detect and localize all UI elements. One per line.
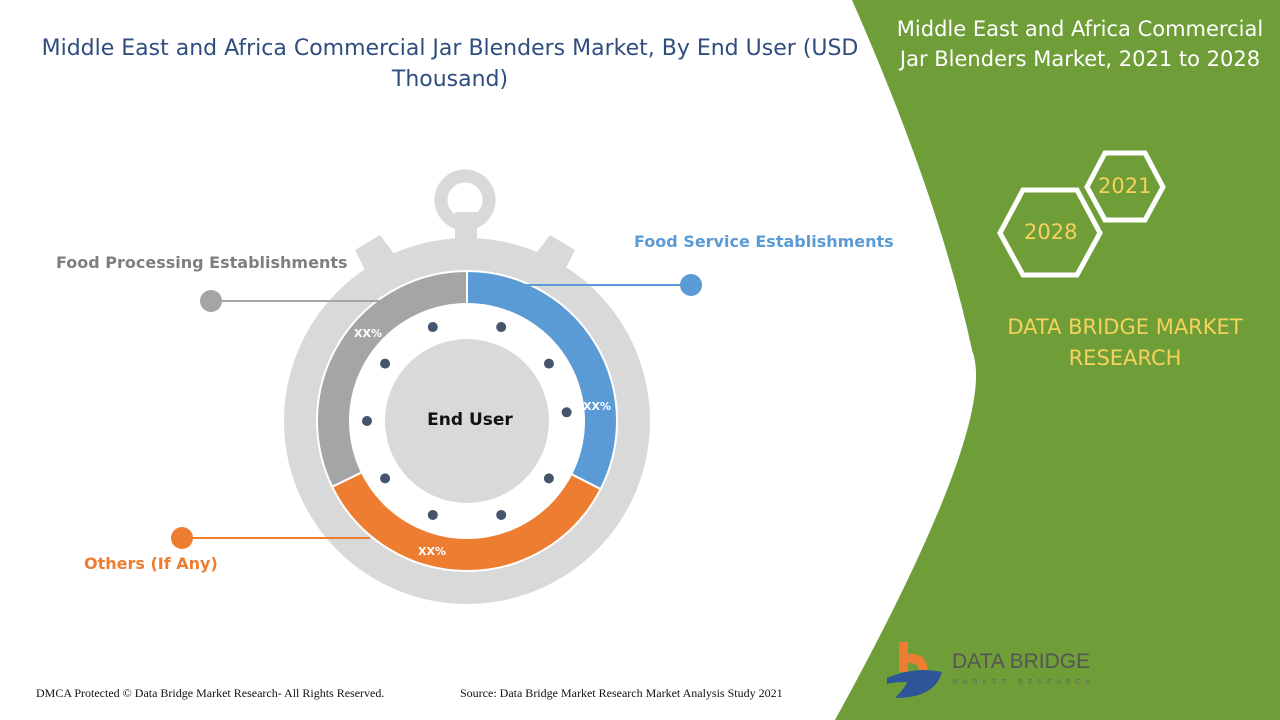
label-food-service: Food Service Establishments [634, 232, 894, 251]
tick-dot [561, 407, 572, 418]
tick-dot [380, 358, 391, 369]
copyright-footer: DMCA Protected © Data Bridge Market Rese… [36, 686, 385, 700]
page-title: Middle East and Africa Commercial Jar Bl… [41, 36, 859, 92]
label-others: Others (If Any) [84, 554, 218, 573]
tick-dot [427, 509, 438, 520]
tick-dot [380, 473, 391, 484]
tick-dot [496, 509, 507, 520]
center-label: End User [427, 410, 513, 430]
tick-dot [543, 358, 554, 369]
tick-dot [427, 322, 438, 333]
tick-dot [362, 416, 372, 426]
year-2028: 2028 [1024, 220, 1078, 244]
data-bridge-logo-icon [887, 642, 942, 698]
hexagon-2028 [997, 187, 1103, 278]
tick-dot [496, 322, 507, 333]
hexagon-2021 [1084, 150, 1166, 223]
logo-subtitle: MARKET RESEARCH [952, 678, 1096, 686]
year-2021: 2021 [1098, 174, 1152, 198]
label-food-processing: Food Processing Establishments [56, 253, 348, 272]
marker-others [171, 527, 193, 549]
logo-name: DATA BRIDGE [952, 650, 1091, 673]
marker-food-processing [200, 290, 222, 312]
brand-text: DATA BRIDGE MARKET RESEARCH [1007, 315, 1243, 370]
value-food-processing: XX% [354, 327, 382, 340]
source-footer: Source: Data Bridge Market Research Mark… [460, 686, 783, 700]
value-food-service: XX% [583, 400, 611, 413]
center-disc [385, 339, 549, 503]
tick-dot [543, 473, 554, 484]
value-others: XX% [418, 545, 446, 558]
marker-food-service [680, 274, 702, 296]
panel-title: Middle East and Africa Commercial Jar Bl… [896, 17, 1264, 71]
